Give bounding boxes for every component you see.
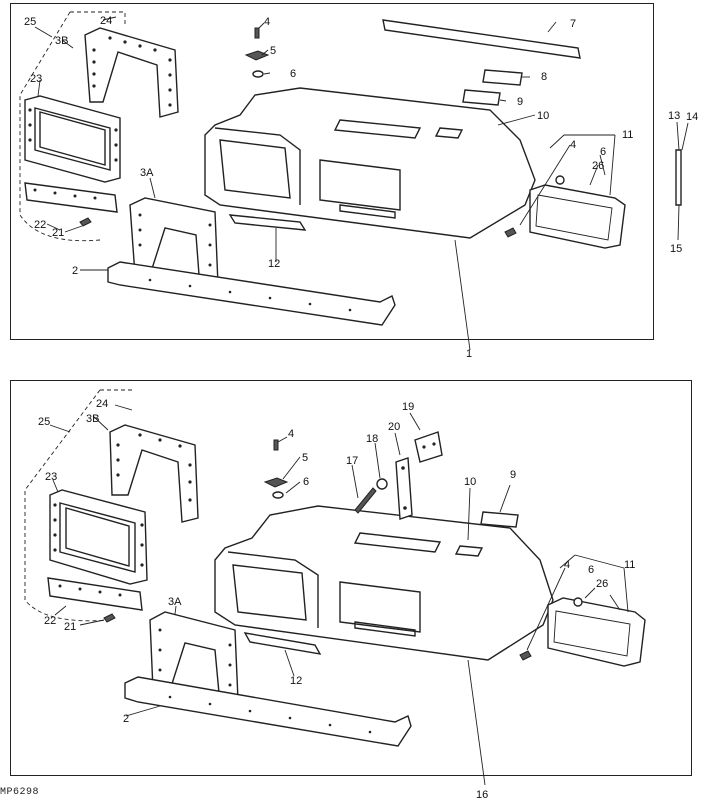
top-callout-26: 26	[592, 160, 604, 172]
top-part-22-plate	[24, 182, 118, 213]
bottom-callout-11: 11	[624, 559, 635, 571]
bottom-part-26-washer	[573, 597, 583, 607]
bottom-part-4-bolt	[273, 439, 279, 451]
bottom-part-6-washer	[272, 491, 284, 499]
top-part-4-bolt-right	[504, 227, 517, 238]
top-part-8-plate	[482, 69, 523, 86]
top-callout-23: 23	[30, 73, 42, 85]
bottom-callout-18: 18	[366, 433, 378, 445]
top-part-7-bar	[382, 19, 581, 59]
top-callout-22: 22	[34, 219, 46, 231]
top-callout-4-right: 4	[570, 139, 576, 151]
bottom-exploded-view: 25 24 3B 23 22 21 3A 2 4 5 6 12 19 18 20…	[24, 389, 646, 800]
top-callout-4: 4	[264, 16, 270, 28]
top-cab-side-window	[219, 139, 291, 199]
top-part-9-plate	[462, 89, 501, 106]
top-callout-3a: 3A	[140, 167, 154, 179]
bottom-part-17-bolt	[354, 487, 377, 514]
top-callout-5: 5	[270, 45, 276, 57]
top-group-outline-25	[19, 11, 126, 242]
top-callout-10: 10	[537, 110, 549, 122]
top-callout-9: 9	[517, 96, 523, 108]
bottom-callout-24: 24	[96, 398, 108, 410]
top-exploded-view: 25 24 3B 23 22 21 3A 2 4 5 6 12 7 8 9 10…	[19, 11, 698, 360]
top-callout-21: 21	[52, 227, 64, 239]
bottom-callout-4-right: 4	[564, 559, 570, 571]
top-callout-2: 2	[72, 265, 78, 277]
top-part-13-15-stud	[675, 149, 682, 206]
top-part-4-bolt	[254, 27, 260, 39]
bottom-part-19-bracket	[414, 431, 443, 463]
top-callout-12: 12	[268, 258, 280, 270]
bottom-callout-3a: 3A	[168, 596, 182, 608]
top-part-21-screw	[79, 217, 92, 227]
bottom-part-23-window-frame	[49, 489, 148, 585]
top-callout-15: 15	[670, 243, 682, 255]
bottom-callout-21: 21	[64, 621, 76, 633]
bottom-cab-front-window	[339, 581, 421, 633]
top-cab-front-window	[319, 159, 401, 211]
bottom-group-outline-25	[24, 389, 135, 622]
bottom-part-9-plate	[480, 511, 519, 528]
top-callout-8: 8	[541, 71, 547, 83]
bottom-part-12-strip	[243, 632, 322, 655]
bottom-part-18-spacer	[376, 478, 388, 490]
bottom-callout-10: 10	[464, 476, 476, 488]
bottom-callout-17: 17	[346, 455, 358, 467]
top-callout-11: 11	[622, 129, 633, 141]
bottom-callout-4: 4	[288, 428, 294, 440]
bottom-callout-2: 2	[123, 713, 129, 725]
bottom-callout-6: 6	[303, 476, 309, 488]
top-callout-13: 13	[668, 110, 680, 122]
top-callout-7: 7	[570, 18, 576, 30]
bottom-callout-19: 19	[402, 401, 414, 413]
top-part-12-strip	[228, 214, 307, 231]
bottom-part-4-bolt-right	[519, 650, 532, 661]
top-part-6-washer	[252, 70, 264, 78]
top-part-23-window-frame	[24, 95, 121, 183]
bottom-part-20-link	[395, 457, 413, 520]
bottom-part-11-rear-window	[547, 597, 646, 667]
top-callout-25: 25	[24, 16, 36, 28]
bottom-callout-5: 5	[302, 452, 308, 464]
bottom-callout-12: 12	[290, 675, 302, 687]
figure-code: MP6298	[0, 787, 40, 798]
top-callout-6: 6	[290, 68, 296, 80]
top-part-3b-frame	[84, 27, 179, 118]
bottom-cab-side-window	[232, 564, 307, 621]
bottom-callout-20: 20	[388, 421, 400, 433]
top-callout-24: 24	[100, 15, 112, 27]
bottom-callout-6-right: 6	[588, 564, 594, 576]
bottom-part-3b-frame	[109, 424, 199, 523]
top-part-2-channel	[107, 261, 396, 326]
bottom-callout-25: 25	[38, 416, 50, 428]
bottom-part-5-wingnut	[263, 477, 289, 488]
top-part-1-cab	[204, 87, 536, 239]
top-part-5-wingnut	[244, 50, 270, 61]
top-part-26-washer	[555, 175, 565, 185]
top-callout-3b: 3B	[55, 35, 68, 47]
bottom-callout-22: 22	[44, 615, 56, 627]
bottom-part-21-screw	[103, 613, 116, 623]
top-callout-1: 1	[466, 348, 472, 360]
bottom-part-16-cab	[214, 505, 554, 661]
bottom-part-22-plate	[47, 577, 143, 611]
bottom-callout-9: 9	[510, 469, 516, 481]
bottom-callout-26: 26	[596, 578, 608, 590]
top-callout-14: 14	[686, 111, 698, 123]
bottom-callout-16: 16	[476, 789, 488, 800]
bottom-callout-23: 23	[45, 471, 57, 483]
top-callout-6-right: 6	[600, 146, 606, 158]
top-part-11-rear-window	[529, 184, 626, 249]
bottom-part-2-channel	[124, 676, 412, 747]
bottom-callout-3b: 3B	[86, 413, 99, 425]
